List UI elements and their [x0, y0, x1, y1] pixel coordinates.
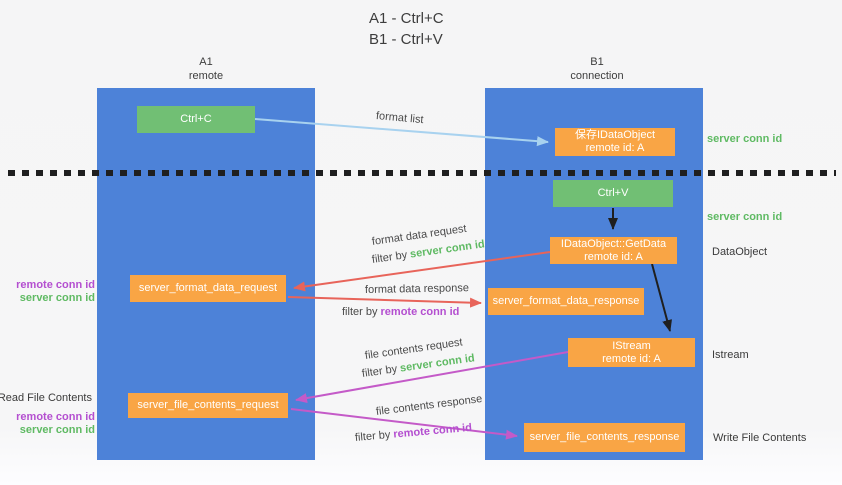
node-idataobject-getdata: IDataObject::GetData remote id: A — [550, 237, 677, 264]
column-header-b1: B1 connection — [537, 55, 657, 83]
node-ctrl-c: Ctrl+C — [137, 106, 255, 133]
filter-by-value-2: remote conn id — [380, 306, 460, 318]
annotation-server-conn-id-right-top: server conn id — [707, 133, 783, 145]
node-server-file-contents-response: server_file_contents_response — [524, 423, 685, 452]
arrow-getdata-to-istream — [651, 263, 672, 332]
annotation-remote-conn-id-left-bottom: remote conn id — [16, 411, 95, 423]
arrow-file-contents-request — [295, 351, 569, 404]
column-header-a1: A1 remote — [146, 55, 266, 83]
label-format-data-response: format data response — [364, 282, 470, 296]
annotation-server-conn-id-left-bottom: server conn id — [19, 424, 95, 436]
arrow-file-contents-response — [290, 408, 518, 440]
node-server-file-contents-response-label: server_file_contents_response — [529, 431, 680, 443]
annotation-server-conn-id-left-top: server conn id — [19, 292, 95, 304]
annotation-write-file-contents: Write File Contents — [713, 432, 807, 444]
node-save-idataobject-line2: remote id: A — [585, 142, 645, 154]
annotation-remote-conn-id-left-top: remote conn id — [16, 279, 95, 291]
node-ctrl-c-label: Ctrl+C — [180, 113, 212, 125]
node-istream-line2: remote id: A — [602, 352, 661, 365]
node-ctrl-v: Ctrl+V — [553, 180, 673, 207]
node-getdata-line1: IDataObject::GetData — [560, 237, 667, 250]
arrow-format-data-response — [287, 296, 482, 308]
title-line-1: A1 - Ctrl+C — [369, 10, 444, 27]
diagram-title: A1 - Ctrl+C B1 - Ctrl+V — [369, 8, 444, 50]
label-filter-by-remote-conn-id-1: filter by remote conn id — [342, 306, 459, 318]
column-a1-subtitle: remote — [188, 70, 224, 82]
node-server-file-contents-request-label: server_file_contents_request — [137, 399, 279, 411]
title-line-2: B1 - Ctrl+V — [369, 31, 443, 48]
arrow-format-list — [254, 118, 549, 147]
annotation-dataobject: DataObject — [712, 246, 768, 258]
arrow-format-data-request — [293, 251, 551, 292]
node-getdata-line2: remote id: A — [584, 250, 643, 263]
node-server-format-data-request-label: server_format_data_request — [138, 282, 278, 294]
node-server-format-data-request: server_format_data_request — [130, 275, 286, 302]
node-istream-line1: IStream — [612, 339, 651, 352]
node-ctrl-v-label: Ctrl+V — [597, 187, 629, 199]
annotation-server-conn-id-right-mid: server conn id — [707, 211, 783, 223]
annotation-istream: Istream — [712, 349, 749, 361]
node-server-format-data-response: server_format_data_response — [488, 288, 644, 315]
node-save-idataobject: 保存IDataObject remote id: A — [555, 128, 675, 156]
node-istream: IStream remote id: A — [568, 338, 695, 367]
node-server-file-contents-request: server_file_contents_request — [128, 393, 288, 418]
node-server-format-data-response-label: server_format_data_response — [492, 295, 640, 307]
node-save-idataobject-line1: 保存IDataObject — [574, 129, 656, 141]
filter-by-prefix-2: filter by — [342, 306, 381, 318]
column-a1-name: A1 — [199, 56, 213, 68]
column-b1-subtitle: connection — [570, 70, 624, 82]
annotation-read-file-contents: Read File Contents — [0, 392, 92, 404]
column-b1-name: B1 — [590, 56, 604, 68]
